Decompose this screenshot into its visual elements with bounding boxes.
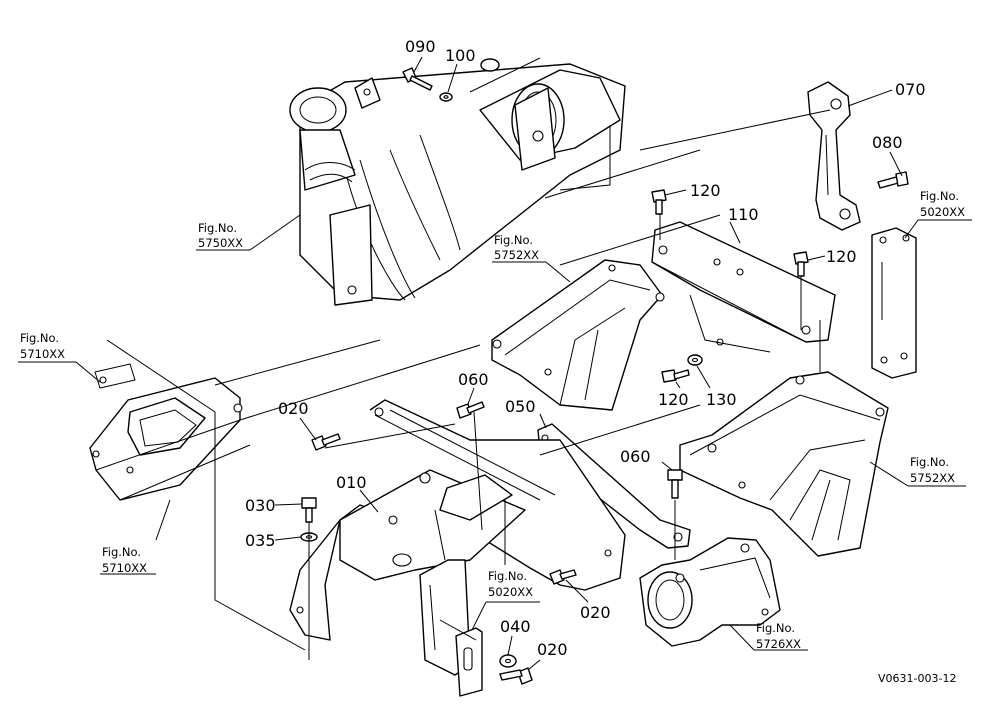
fig-number-5020-right: 5020XX <box>920 205 965 219</box>
label-020-mid: 020 <box>565 579 611 622</box>
bracket-070 <box>807 81 861 231</box>
fig-prefix-5710-lower: Fig.No. <box>102 545 141 559</box>
fig-number-5750: 5750XX <box>198 236 243 250</box>
part-number-120-lower: 120 <box>658 390 689 409</box>
washer-130 <box>687 354 703 366</box>
fig-ref-5726: Fig.No. 5726XX <box>729 621 808 651</box>
label-120-right: 120 <box>807 247 857 266</box>
part-number-040: 040 <box>500 617 531 636</box>
bolt-020-lower <box>499 667 533 685</box>
part-number-030: 030 <box>245 496 276 515</box>
fig-ref-5020-lower: Fig.No. 5020XX <box>471 569 540 631</box>
bolt-030 <box>301 497 317 523</box>
fig-prefix-5020-lower: Fig.No. <box>488 569 527 583</box>
alignment-lines <box>106 109 831 660</box>
part-number-120-right: 120 <box>826 247 857 266</box>
part-number-020-upper: 020 <box>278 399 309 418</box>
part-number-020-mid: 020 <box>580 603 611 622</box>
fig-number-5710-lower: 5710XX <box>102 561 147 575</box>
bolt-080 <box>877 171 909 189</box>
label-120-upper: 120 <box>664 181 721 200</box>
fig-ref-5750: Fig.No. 5750XX <box>196 214 301 251</box>
fig-ref-5710-lower: Fig.No. 5710XX <box>100 499 171 575</box>
fig-prefix-5750: Fig.No. <box>198 221 237 235</box>
fig-number-5752-lower: 5752XX <box>910 471 955 485</box>
part-number-110: 110 <box>728 205 759 224</box>
bracket-010 <box>289 399 626 676</box>
fig-ref-5020-right: Fig.No. 5020XX <box>904 189 972 239</box>
muffler-assembly <box>289 57 626 306</box>
drawing-code: V0631-003-12 <box>878 672 956 685</box>
part-number-050: 050 <box>505 397 536 416</box>
support-5752-lower <box>679 371 889 557</box>
fig-prefix-5710-upper: Fig.No. <box>20 331 59 345</box>
fig-prefix-5752-lower: Fig.No. <box>910 455 949 469</box>
fig-number-5710-upper: 5710XX <box>20 347 65 361</box>
bolt-020-mid <box>549 569 577 585</box>
part-number-070: 070 <box>895 80 926 99</box>
bolt-120-lower <box>661 369 690 383</box>
label-130: 130 <box>696 365 737 409</box>
label-040: 040 <box>500 617 531 656</box>
label-120-lower: 120 <box>658 381 689 409</box>
part-number-020-lower: 020 <box>537 640 568 659</box>
bolt-060-right <box>667 469 683 499</box>
label-060-upper: 060 <box>458 370 489 405</box>
fig-prefix-5752-upper: Fig.No. <box>494 233 533 247</box>
washer-040 <box>499 654 517 668</box>
label-020-upper: 020 <box>278 399 317 441</box>
support-5752-upper <box>491 259 665 411</box>
part-number-035: 035 <box>245 531 276 550</box>
fig-ref-5752-upper: Fig.No. 5752XX <box>492 233 571 283</box>
label-010: 010 <box>336 473 379 513</box>
part-number-120-upper: 120 <box>690 181 721 200</box>
part-number-090: 090 <box>405 37 436 56</box>
fig-ref-5710-upper: Fig.No. 5710XX <box>18 331 101 383</box>
part-number-060-upper: 060 <box>458 370 489 389</box>
housing-5726 <box>639 537 781 647</box>
fig-prefix-5020-right: Fig.No. <box>920 189 959 203</box>
part-number-130: 130 <box>706 390 737 409</box>
plate-5020-right <box>871 227 917 379</box>
washer-100 <box>439 92 453 102</box>
part-number-060-right: 060 <box>620 447 651 466</box>
label-110: 110 <box>728 205 759 244</box>
label-060-right: 060 <box>620 447 673 471</box>
plate-5020-lower <box>455 627 483 697</box>
fig-number-5726: 5726XX <box>756 637 801 651</box>
label-080: 080 <box>872 133 903 177</box>
label-070: 070 <box>847 80 926 107</box>
fig-prefix-5726: Fig.No. <box>756 621 795 635</box>
part-number-100: 100 <box>445 46 476 65</box>
label-020-lower: 020 <box>527 640 568 671</box>
bolt-060-upper <box>456 401 485 419</box>
part-number-080: 080 <box>872 133 903 152</box>
bolt-120-upper <box>651 189 667 215</box>
label-050: 050 <box>505 397 547 429</box>
label-035: 035 <box>245 531 302 550</box>
label-030: 030 <box>245 496 303 515</box>
bolt-120-right <box>793 251 809 277</box>
bolt-090 <box>402 67 433 91</box>
fig-number-5752-upper: 5752XX <box>494 248 539 262</box>
manifold-5710 <box>89 363 251 501</box>
fig-number-5020-lower: 5020XX <box>488 585 533 599</box>
label-090: 090 <box>405 37 436 73</box>
plate-110 <box>651 221 836 353</box>
fig-ref-5752-lower: Fig.No. 5752XX <box>869 455 966 487</box>
part-number-010: 010 <box>336 473 367 492</box>
label-100: 100 <box>445 46 476 93</box>
